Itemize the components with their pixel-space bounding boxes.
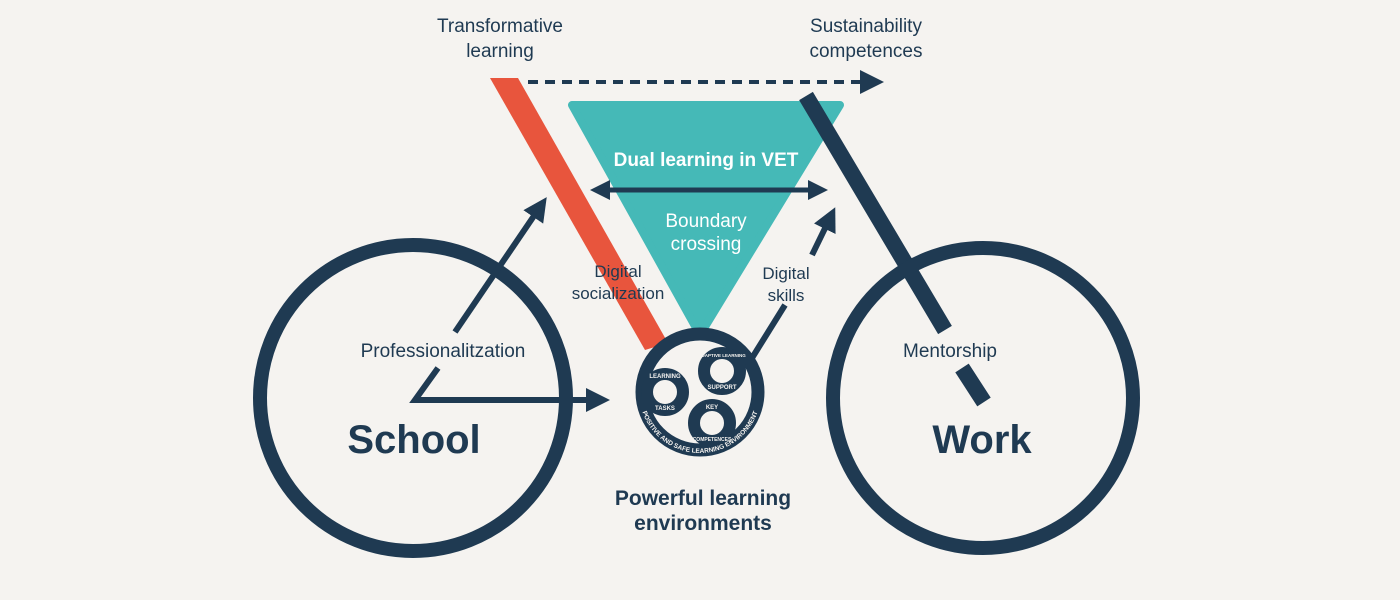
frame-right-upper: [809, 207, 836, 257]
label-school: School: [347, 418, 480, 462]
label-powerful: Powerful learning: [615, 487, 791, 510]
label-digital-skills: Digital: [762, 264, 809, 283]
label-transformative-2: learning: [466, 41, 534, 62]
gear-learning-tasks-2: TASKS: [655, 406, 675, 412]
label-powerful-2: environments: [634, 512, 772, 535]
label-boundary: Boundary: [665, 211, 747, 232]
dual-learning-triangle: [568, 101, 844, 339]
frame-left-upper: [452, 197, 547, 334]
label-work: Work: [932, 418, 1032, 462]
label-sustainability: Sustainability: [810, 16, 922, 37]
label-digital-socialization-2: socialization: [572, 284, 665, 303]
gear-learning-tasks: LEARNING: [649, 374, 681, 380]
mentorship-bar-lower: [955, 363, 991, 407]
label-professionalization: Professionalitzation: [361, 341, 526, 362]
label-transformative: Transformative: [437, 16, 563, 37]
mentorship-bar: [799, 91, 952, 335]
label-digital-socialization: Digital: [594, 262, 641, 281]
label-mentorship: Mentorship: [903, 341, 997, 362]
gear-key-2: COMPETENCES: [693, 437, 732, 443]
frame-left-lower: [409, 366, 610, 412]
gear-adaptive: ADAPTIVE LEARNING: [698, 353, 746, 358]
work-wheel: [826, 241, 1140, 555]
label-boundary-2: crossing: [671, 234, 742, 255]
gear-adaptive-2: SUPPORT: [707, 385, 736, 391]
learning-environment-gear: LEARNING TASKS ADAPTIVE LEARNING SUPPORT…: [635, 327, 765, 457]
label-sustainability-2: competences: [809, 41, 922, 62]
transformative-learning-bar: [490, 78, 668, 350]
frame-right-lower: [749, 303, 788, 360]
label-dual: Dual learning in VET: [614, 150, 799, 171]
gear-key: KEY: [706, 405, 718, 411]
label-digital-skills-2: skills: [768, 286, 805, 305]
